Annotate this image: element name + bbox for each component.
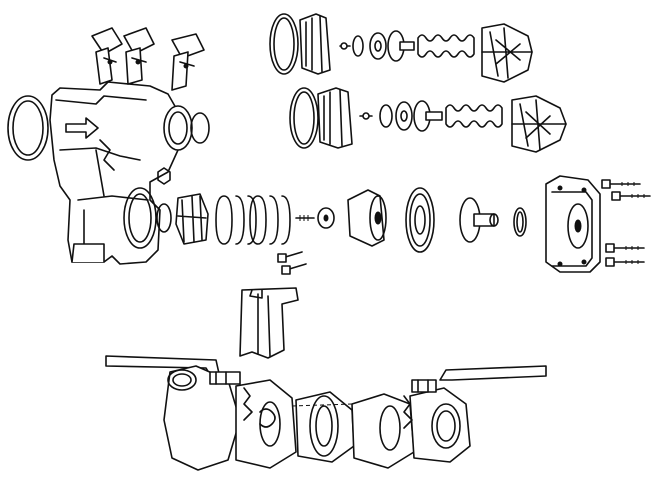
check-assembly-2	[289, 87, 567, 153]
mounting-bracket	[239, 287, 299, 359]
shutoff-assembly	[105, 355, 547, 471]
valve-body	[7, 27, 210, 265]
nut	[157, 167, 171, 185]
outlet-o-ring	[190, 112, 210, 144]
test-cock-2	[123, 27, 155, 85]
inlet-o-ring	[7, 95, 49, 161]
o-ring-large	[269, 13, 299, 75]
check-assembly-1	[269, 13, 533, 83]
handle-right	[439, 365, 547, 381]
relief-cover	[545, 175, 651, 273]
screws	[277, 251, 307, 275]
test-cock-3	[171, 33, 205, 91]
cover-bolts	[601, 179, 651, 267]
flow-arrow-icon	[65, 117, 99, 139]
test-cock-1	[91, 27, 123, 85]
relief-assembly	[156, 187, 527, 253]
o-ring-large	[289, 87, 319, 149]
